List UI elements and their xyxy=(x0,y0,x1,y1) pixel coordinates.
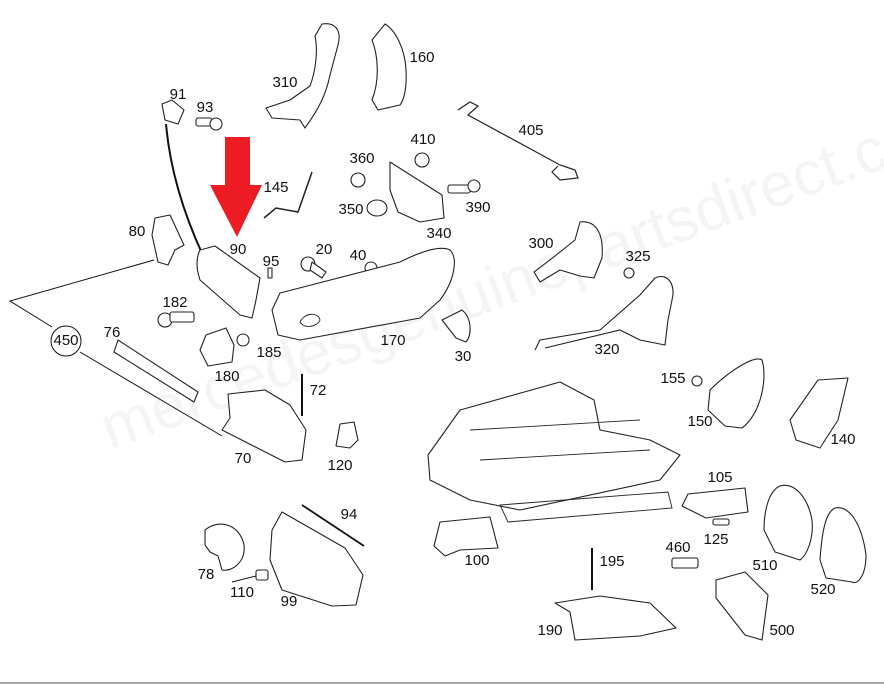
part-label-500[interactable]: 500 xyxy=(769,622,794,639)
part-93-shape xyxy=(195,117,223,131)
part-label-150[interactable]: 150 xyxy=(687,413,712,430)
part-label-182[interactable]: 182 xyxy=(162,294,187,311)
part-label-94[interactable]: 94 xyxy=(341,506,358,523)
part-label-91[interactable]: 91 xyxy=(170,86,187,103)
part-300-shape xyxy=(533,221,603,283)
part-labels: 91 93 310 160 405 410 360 145 350 390 340 80 90 20 40 9… xyxy=(53,49,855,639)
part-76-shape xyxy=(113,339,199,403)
part-340-shape xyxy=(389,161,445,223)
part-185-shape xyxy=(236,333,250,347)
part-label-300[interactable]: 300 xyxy=(528,235,553,252)
part-125-shape xyxy=(712,518,730,526)
part-label-95[interactable]: 95 xyxy=(263,253,280,270)
part-95-shape xyxy=(267,267,273,279)
part-label-20[interactable]: 20 xyxy=(316,241,333,258)
part-label-340[interactable]: 340 xyxy=(426,225,451,242)
part-94-shape xyxy=(301,504,365,547)
part-190-shape xyxy=(554,595,677,641)
part-170-slot xyxy=(299,313,321,327)
part-310-shape xyxy=(265,23,340,129)
part-182-shape xyxy=(157,311,195,328)
part-460-shape xyxy=(671,557,699,569)
part-label-70[interactable]: 70 xyxy=(235,450,252,467)
part-99-shape xyxy=(269,511,364,607)
part-325-shape xyxy=(623,267,635,279)
part-320-shape xyxy=(534,276,674,351)
part-145-shape xyxy=(263,171,313,219)
part-140-shape xyxy=(789,377,849,449)
part-510-shape xyxy=(763,484,813,561)
part-label-195[interactable]: 195 xyxy=(599,553,624,570)
part-label-460[interactable]: 460 xyxy=(665,539,690,556)
part-label-410[interactable]: 410 xyxy=(410,131,435,148)
part-label-120[interactable]: 120 xyxy=(327,457,352,474)
part-label-40[interactable]: 40 xyxy=(350,247,367,264)
part-label-110[interactable]: 110 xyxy=(230,584,254,601)
group-450-callout-circle xyxy=(50,325,82,357)
part-label-190[interactable]: 190 xyxy=(537,622,562,639)
part-label-125[interactable]: 125 xyxy=(703,531,728,548)
part-20-shape xyxy=(300,256,327,279)
part-drawings xyxy=(113,23,867,641)
part-100-shape xyxy=(433,516,499,557)
part-label-76[interactable]: 76 xyxy=(104,324,121,341)
part-label-99[interactable]: 99 xyxy=(281,593,298,610)
part-label-520[interactable]: 520 xyxy=(810,581,835,598)
part-80-shape xyxy=(151,214,185,266)
part-180-shape xyxy=(199,327,235,367)
part-label-180[interactable]: 180 xyxy=(214,368,239,385)
part-label-80[interactable]: 80 xyxy=(129,223,146,240)
part-label-72[interactable]: 72 xyxy=(310,382,327,399)
part-70-shape xyxy=(221,389,307,463)
part-label-30[interactable]: 30 xyxy=(455,348,472,365)
part-label-145[interactable]: 145 xyxy=(263,179,288,196)
group-450-leaders xyxy=(8,259,223,437)
part-160-shape xyxy=(371,23,407,111)
part-390-shape xyxy=(447,179,481,194)
part-label-170[interactable]: 170 xyxy=(380,332,405,349)
part-label-360[interactable]: 360 xyxy=(349,150,374,167)
part-label-185[interactable]: 185 xyxy=(256,344,281,361)
part-105-shape xyxy=(681,487,749,519)
part-150-shape xyxy=(707,358,765,429)
part-500-shape xyxy=(715,571,769,641)
part-label-350[interactable]: 350 xyxy=(338,201,363,218)
part-label-155[interactable]: 155 xyxy=(660,370,685,387)
part-410-shape xyxy=(414,152,430,168)
part-78-shape xyxy=(204,523,245,571)
part-30-shape xyxy=(441,309,471,343)
part-label-140[interactable]: 140 xyxy=(830,431,855,448)
part-520-shape xyxy=(819,507,867,584)
part-110-shape xyxy=(231,569,269,583)
part-360-shape xyxy=(350,172,366,188)
part-label-325[interactable]: 325 xyxy=(625,248,650,265)
part-170-shape xyxy=(271,247,455,341)
part-label-105[interactable]: 105 xyxy=(707,469,732,486)
part-label-390[interactable]: 390 xyxy=(465,199,490,216)
part-label-160[interactable]: 160 xyxy=(409,49,434,66)
part-405-shape xyxy=(457,101,579,181)
down-arrow-icon xyxy=(210,137,262,237)
part-155-shape xyxy=(691,375,703,387)
part-label-405[interactable]: 405 xyxy=(518,122,543,139)
part-label-450[interactable]: 450 xyxy=(53,332,78,349)
part-label-310[interactable]: 310 xyxy=(272,74,297,91)
seat-frame-shape xyxy=(427,381,681,523)
part-label-78[interactable]: 78 xyxy=(198,566,215,583)
part-label-510[interactable]: 510 xyxy=(752,557,777,574)
bottom-divider xyxy=(0,682,884,684)
part-350-shape xyxy=(366,199,388,217)
part-91-shape xyxy=(161,99,185,125)
part-90-shape xyxy=(196,245,261,319)
part-label-320[interactable]: 320 xyxy=(594,341,619,358)
part-120-shape xyxy=(335,421,359,449)
part-label-100[interactable]: 100 xyxy=(464,552,489,569)
part-label-90[interactable]: 90 xyxy=(230,241,247,258)
part-label-93[interactable]: 93 xyxy=(197,99,214,116)
